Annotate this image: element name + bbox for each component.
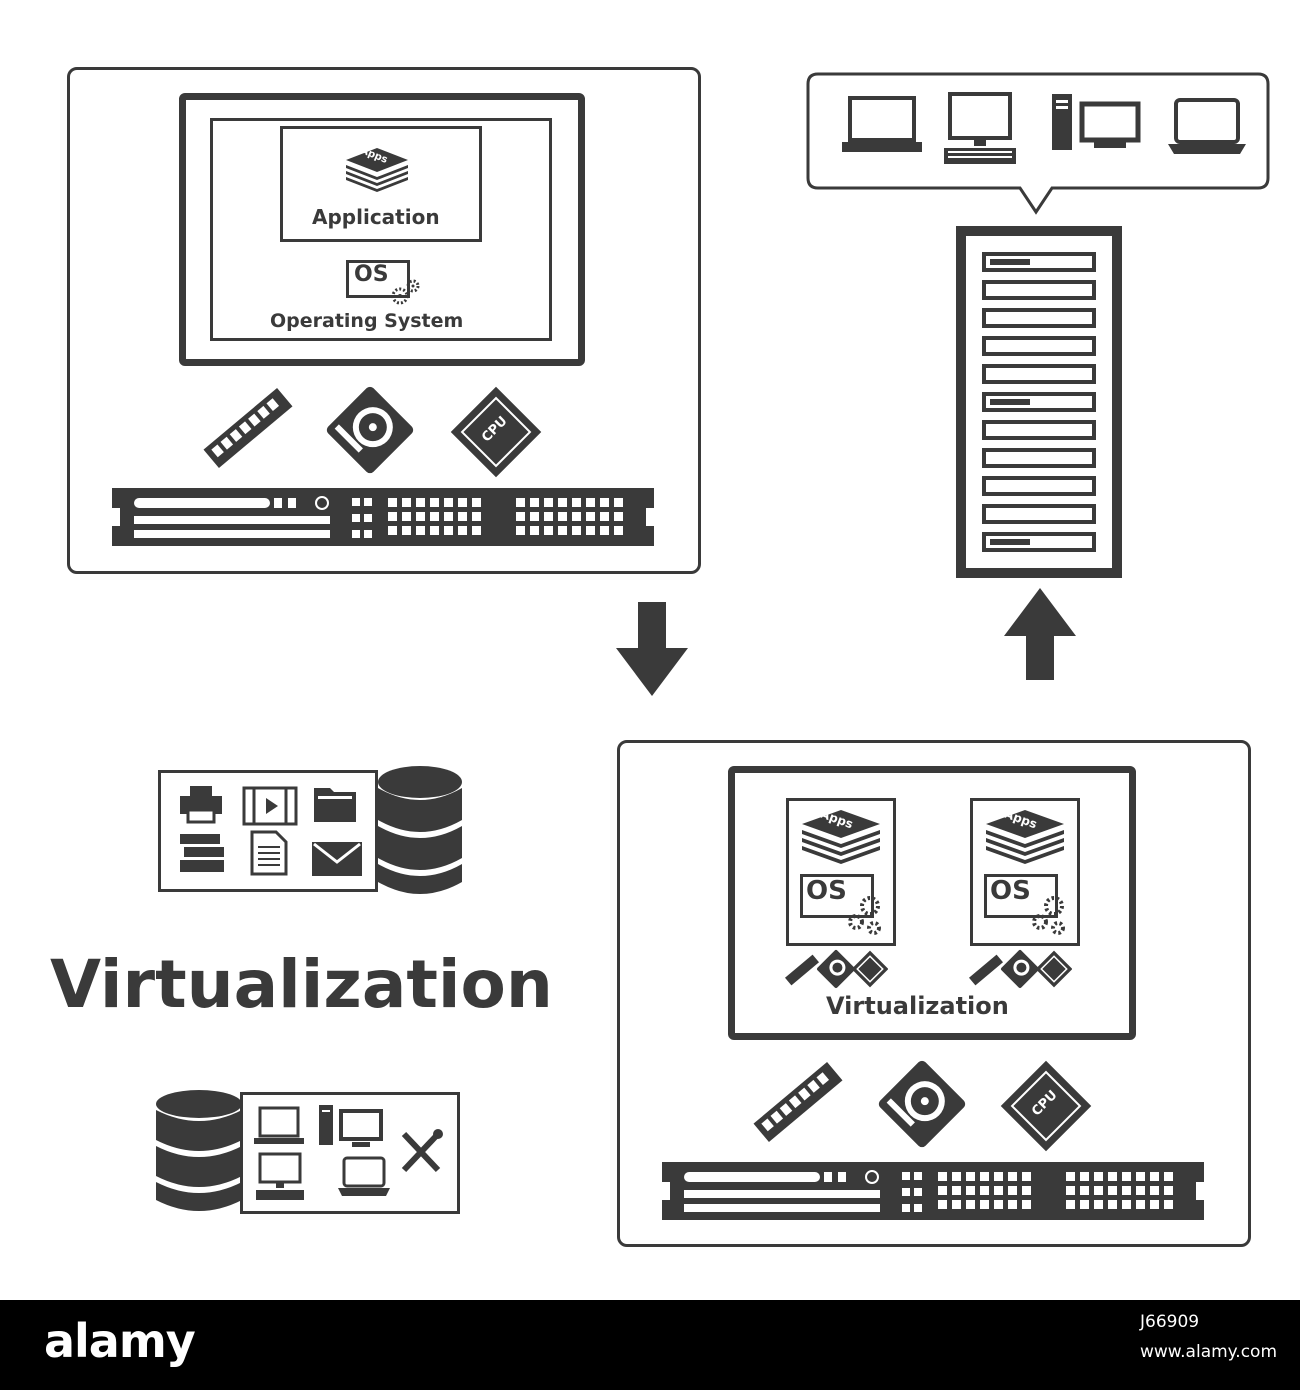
vm1-hardware-icons bbox=[784, 950, 888, 988]
operating-system-label: Operating System bbox=[270, 310, 464, 332]
monitor-small-icon bbox=[339, 1109, 383, 1147]
envelope-icon bbox=[312, 842, 362, 876]
virtualization-layer-label: Virtualization bbox=[826, 992, 1009, 1020]
cpu-icon bbox=[450, 386, 542, 478]
os-badge-text: OS bbox=[354, 262, 389, 287]
video-icon bbox=[242, 786, 298, 826]
tower-small-icon bbox=[319, 1105, 333, 1145]
apps-stack-icon bbox=[346, 148, 408, 192]
server-rack-cabinet bbox=[956, 226, 1122, 578]
site-url: www.alamy.com bbox=[1140, 1342, 1278, 1362]
gears-icon bbox=[391, 279, 420, 305]
tower-pc-icon bbox=[1052, 94, 1141, 150]
database-icon-2 bbox=[156, 1090, 242, 1211]
brand-logo: alamy bbox=[44, 1314, 196, 1368]
main-title: Virtualization bbox=[50, 946, 553, 1023]
hypervisor-monitor bbox=[728, 766, 1136, 1040]
hard-disk-icon-2 bbox=[878, 1060, 966, 1148]
database-icon bbox=[378, 766, 462, 894]
devices-speech-bubble bbox=[806, 72, 1270, 215]
cpu-icon-2 bbox=[1000, 1060, 1092, 1152]
application-box bbox=[280, 126, 482, 242]
vm1-os-badge: OS bbox=[806, 876, 847, 906]
vm2-gears-icon bbox=[1032, 896, 1065, 935]
ram-icon bbox=[203, 387, 293, 469]
os-layer-box bbox=[210, 118, 552, 341]
image-id: J66909 bbox=[1140, 1312, 1200, 1332]
tools-icon bbox=[401, 1129, 443, 1173]
laptop-icon bbox=[842, 96, 922, 152]
vm1-os-box bbox=[800, 874, 874, 918]
desktop-computer-icon bbox=[944, 92, 1016, 164]
vm2-hardware-icons bbox=[968, 950, 1072, 988]
vm1-apps-stack-icon bbox=[802, 810, 880, 864]
rack-server-unit bbox=[112, 488, 654, 546]
folder-icon bbox=[314, 788, 356, 822]
monitor-frame bbox=[179, 93, 585, 366]
vm2-apps-stack-icon bbox=[986, 810, 1064, 864]
ram-icon-2 bbox=[753, 1061, 843, 1143]
books-icon bbox=[180, 834, 224, 872]
laptop-small-icon-2 bbox=[338, 1156, 390, 1196]
document-icon bbox=[250, 830, 288, 876]
laptop-icon-2 bbox=[1168, 98, 1246, 154]
hard-disk-icon bbox=[326, 386, 414, 474]
os-badge-box bbox=[346, 260, 410, 298]
laptop-small-icon bbox=[254, 1106, 304, 1144]
arrow-up-icon bbox=[1004, 588, 1076, 680]
rack-server-unit-2 bbox=[662, 1162, 1204, 1220]
printer-icon bbox=[180, 786, 222, 824]
desktop-small-icon bbox=[256, 1152, 304, 1200]
application-label: Application bbox=[312, 205, 440, 229]
arrow-down-icon bbox=[616, 602, 688, 696]
stock-footer-bar: alamy J66909 www.alamy.com bbox=[0, 1300, 1300, 1390]
vm1-gears-icon bbox=[848, 896, 881, 935]
vm2-os-box bbox=[984, 874, 1058, 918]
vm2-os-badge: OS bbox=[990, 876, 1031, 906]
